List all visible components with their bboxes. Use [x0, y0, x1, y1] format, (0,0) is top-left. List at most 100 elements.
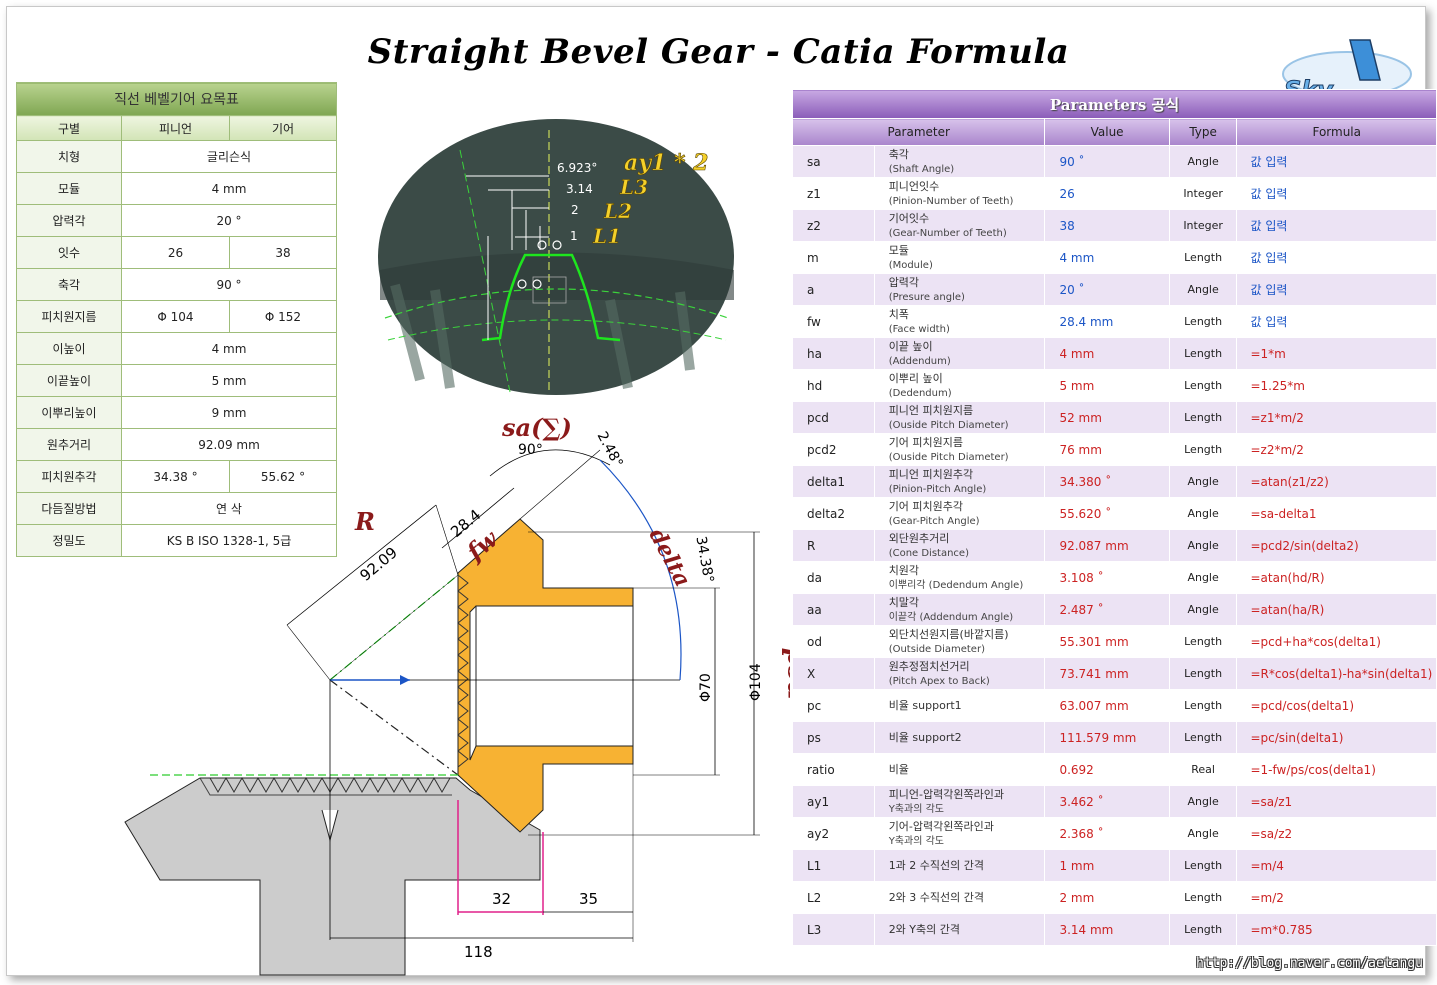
parameter-type: Integer	[1168, 209, 1238, 242]
parameter-desc-ko: 모듈	[888, 243, 909, 257]
dim-2: 2	[571, 203, 579, 217]
dim-R-ext2	[435, 504, 459, 576]
parameter-value: 55.620 ˚	[1044, 497, 1170, 530]
parameter-type: Angle	[1168, 561, 1238, 594]
parameter-value: 2.487 ˚	[1044, 593, 1170, 626]
parameter-formula: =z1*m/2	[1236, 401, 1437, 434]
parameter-desc-ko: 외단치선원지름(바깥지름)	[888, 627, 1009, 641]
parameter-type: Angle	[1168, 497, 1238, 530]
parameter-desc-ko: 치말각	[888, 595, 920, 609]
parameter-description: 피니언 피치원지름(Ouside Pitch Diameter)	[873, 401, 1046, 434]
parameter-symbol: m	[792, 241, 875, 274]
gear-tooth-line	[199, 777, 452, 796]
parameter-formula: =m/2	[1236, 881, 1437, 914]
page-title: Straight Bevel Gear - Catia Formula	[367, 32, 1070, 72]
dim-6923: 6.923°	[557, 161, 597, 175]
parameter-value: 38	[1044, 209, 1170, 242]
summary-row-label: 다듬질방법	[16, 492, 122, 525]
parameter-type: Length	[1168, 625, 1238, 658]
parameter-formula: =m/4	[1236, 849, 1437, 882]
parameter-type: Length	[1168, 913, 1238, 946]
tooth-point-4	[532, 279, 542, 289]
parameter-desc-ko: 비율 support2	[888, 731, 962, 744]
parameter-desc-ko: 피니언 피치원지름	[888, 403, 974, 417]
parameter-desc-en: (Addendum)	[888, 355, 951, 367]
parameter-desc-ko: 원추정점치선거리	[888, 659, 970, 673]
tooth-profile	[481, 253, 621, 342]
parameter-value: 63.007 mm	[1044, 689, 1170, 722]
parameter-formula: 값 입력	[1236, 145, 1437, 178]
apex-arrowhead	[400, 675, 410, 685]
parameter-description: 1과 2 수직선의 간격	[873, 849, 1046, 882]
pinion-bore	[475, 605, 634, 747]
parameter-formula: =atan(hd/R)	[1236, 561, 1437, 594]
parameter-symbol: ps	[792, 721, 875, 754]
parameter-value: 4 mm	[1044, 337, 1170, 370]
dim-R-line	[286, 504, 437, 626]
parameter-type: Angle	[1168, 273, 1238, 306]
summary-row-label: 이높이	[16, 332, 122, 365]
parameter-value: 3.462 ˚	[1044, 785, 1170, 818]
parameter-desc-en: Y축과의 각도	[888, 835, 944, 847]
dim-phi104: Φ104	[748, 663, 764, 701]
parameter-desc-ko: 비율	[888, 763, 909, 776]
label-ay1: ay1 * 2	[624, 150, 708, 176]
parameters-header: Parameters 공식	[792, 89, 1437, 119]
dim-1: 1	[570, 229, 578, 243]
parameter-type: Length	[1168, 689, 1238, 722]
dim-R-ext1	[286, 624, 331, 681]
parameter-symbol: ha	[792, 337, 875, 370]
parameter-symbol: ay1	[792, 785, 875, 818]
summary-row-label: 정밀도	[16, 524, 122, 557]
parameter-formula: 값 입력	[1236, 273, 1437, 306]
parameter-description: 치폭(Face width)	[873, 305, 1046, 338]
parameter-symbol: ratio	[792, 753, 875, 786]
tooth-point-2	[552, 240, 562, 250]
parameter-type: Angle	[1168, 145, 1238, 178]
label-pcd: pcd	[779, 648, 790, 700]
parameter-desc-ko: 기어 피치원추각	[888, 499, 964, 513]
dim-248: 2.48°	[594, 429, 626, 470]
parameter-value: 28.4 mm	[1044, 305, 1170, 338]
parameter-value: 26	[1044, 177, 1170, 210]
parameter-value: 52 mm	[1044, 401, 1170, 434]
dim-32: 32	[492, 890, 511, 908]
parameter-desc-en: 이뿌리각 (Dedendum Angle)	[888, 579, 1024, 591]
parameter-desc-ko: 이뿌리 높이	[888, 371, 943, 385]
parameter-desc-ko: 피니언-압력각왼쪽라인과	[888, 787, 1004, 801]
blog-url: http://blog.naver.com/aetangu	[1196, 956, 1423, 971]
parameter-value: 111.579 mm	[1044, 721, 1170, 754]
parameter-description: 비율 support2	[873, 721, 1046, 754]
summary-row-label: 피치원지름	[16, 300, 122, 333]
parameter-desc-ko: 2와 3 수직선의 간격	[888, 891, 985, 904]
parameter-value: 2.368 ˚	[1044, 817, 1170, 850]
parameter-desc-en: (Pitch Apex to Back)	[888, 675, 990, 687]
parameter-desc-en: (Pinion-Number of Teeth)	[888, 195, 1014, 207]
parameter-description: 2와 3 수직선의 간격	[873, 881, 1046, 914]
parameter-value: 76 mm	[1044, 433, 1170, 466]
parameter-type: Angle	[1168, 593, 1238, 626]
parameter-symbol: delta2	[792, 497, 875, 530]
parameter-symbol: fw	[792, 305, 875, 338]
parameter-value: 4 mm	[1044, 241, 1170, 274]
summary-row-gear: 38	[229, 236, 337, 269]
parameter-value: 55.301 mm	[1044, 625, 1170, 658]
parameter-description: 모듈(Module)	[873, 241, 1046, 274]
